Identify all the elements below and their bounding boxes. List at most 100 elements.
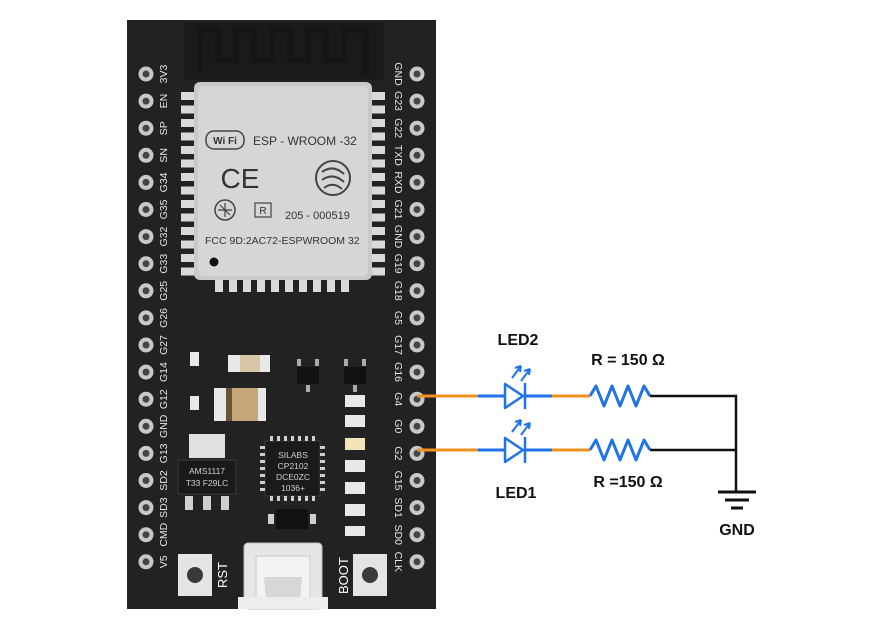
pin-label: G4 [392, 392, 404, 406]
module-pad [372, 227, 385, 235]
chip-pin [305, 496, 308, 501]
chip-pin [270, 436, 273, 441]
led1-symbol [503, 419, 531, 464]
fcc-id: FCC 9D:2AC72-ESPWROOM 32 [205, 235, 360, 247]
boot-button[interactable]: BOOT [336, 554, 387, 596]
chip-pin [291, 436, 294, 441]
pin-hole [413, 449, 421, 457]
module-pad [372, 105, 385, 114]
smd-resistor-column [345, 395, 365, 536]
rst-label: RST [215, 562, 230, 588]
resistor-top-label: R = 150 Ω [591, 352, 665, 369]
chip-pin [312, 436, 315, 441]
pin-label: G17 [392, 335, 404, 355]
pin-txd: TXD [392, 145, 425, 166]
pin-g19: G19 [392, 254, 425, 274]
pin-label: GND [158, 414, 170, 438]
led-circuit: LED2 LED1 R = 150 Ω R =150 Ω GND [417, 332, 756, 539]
pin-label: GND [392, 225, 404, 249]
pin-label: SP [158, 121, 170, 135]
pin-hole [142, 449, 150, 457]
chip-pin [291, 496, 294, 501]
chip-pin [270, 496, 273, 501]
chip-line1: SILABS [278, 450, 308, 460]
transistor [297, 359, 319, 392]
pin-sd1: SD1 [392, 497, 425, 518]
chip-pin [260, 453, 265, 456]
espressif-logo-icon [315, 160, 351, 196]
resistor-bottom-label: R =150 Ω [593, 474, 662, 491]
smd-diode-cathode [226, 388, 232, 421]
pin-g32: G32 [138, 227, 170, 247]
pin-label: G35 [158, 199, 170, 219]
rst-button[interactable]: RST [178, 554, 230, 596]
pin-g23: G23 [392, 91, 425, 111]
pin-hole [413, 287, 421, 295]
pin-hole [142, 314, 150, 322]
pin-label: CLK [392, 552, 404, 572]
module-pad [181, 227, 194, 235]
wire-top-black [650, 394, 738, 492]
gnd-label: GND [719, 522, 755, 539]
pin-rxd: RXD [392, 171, 425, 194]
ground-symbol-icon [718, 490, 756, 510]
pin-g5: G5 [392, 310, 425, 326]
pin-label: G19 [392, 254, 404, 274]
pin-hole [142, 260, 150, 268]
module-pad [341, 280, 349, 292]
pin-hole [142, 70, 150, 78]
chip-pin [320, 453, 325, 456]
module-pad [181, 105, 194, 114]
chip-pin [260, 460, 265, 463]
module-pad [181, 267, 194, 276]
chip-pin [298, 496, 301, 501]
pin-label: G0 [392, 419, 404, 433]
smd-resistor-small [190, 352, 199, 366]
chip-pin [305, 436, 308, 441]
module-model: ESP - WROOM -32 [253, 134, 357, 148]
module-pad [181, 186, 194, 195]
pin-g15: G15 [392, 471, 425, 491]
pin-g35: G35 [138, 199, 170, 219]
pin-label: G15 [392, 471, 404, 491]
chip-pin [284, 436, 287, 441]
antenna-trace [197, 27, 369, 75]
module-pad [181, 213, 194, 222]
pin-hole [142, 531, 150, 539]
module-pad [271, 280, 279, 292]
pin-label: G26 [158, 308, 170, 328]
chip-pin [260, 474, 265, 477]
pin-label: G27 [158, 335, 170, 355]
pin-gnd: GND [138, 414, 170, 438]
regulator-line2: T33 F29LC [186, 478, 229, 488]
pin-label: SD3 [158, 497, 170, 518]
module-pad [181, 200, 194, 208]
left-pin-header: 3V3ENSPSNG34G35G32G33G25G26G27G14G12GNDG… [138, 65, 170, 570]
pin-g27: G27 [138, 335, 170, 355]
pin-label: G12 [158, 389, 170, 409]
chip-pins [260, 436, 325, 501]
chip-pin [320, 488, 325, 491]
module-shield-face [198, 86, 368, 276]
module-pad [215, 280, 223, 292]
module-pad [313, 280, 321, 292]
pin-v5: V5 [138, 554, 170, 570]
pin-hole [413, 97, 421, 105]
chip-pin [320, 474, 325, 477]
pin-label: G25 [158, 281, 170, 301]
module-pad [181, 240, 194, 249]
module-pad [181, 132, 194, 141]
module-pad [372, 119, 385, 127]
pin-hole [142, 504, 150, 512]
module-pad [372, 146, 385, 154]
pin-hole [413, 477, 421, 484]
pin-label: TXD [392, 145, 404, 166]
resistor-bottom-zigzag [588, 438, 652, 462]
pin-label: CMD [158, 522, 170, 546]
module-pad [181, 119, 194, 127]
module-pad [372, 173, 385, 181]
pin-hole [413, 178, 421, 186]
pin1-marker [209, 257, 219, 267]
pin-g13: G13 [138, 443, 170, 463]
pin-label: G22 [392, 118, 404, 138]
